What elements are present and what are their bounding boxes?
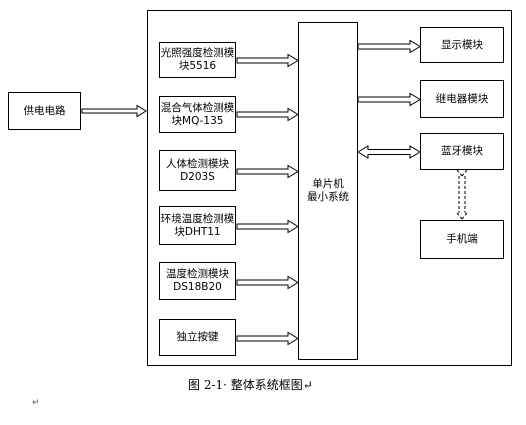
power-supply-label: 供电电路 bbox=[23, 104, 66, 117]
bluetooth-label: 蓝牙模块 bbox=[441, 145, 483, 157]
arrow-light-to-mcu bbox=[236, 53, 299, 68]
env-temp-sensor-label-2: 块DHT11 bbox=[174, 225, 221, 238]
arrow-mcu-to-relay bbox=[357, 92, 421, 107]
human-sensor-label-1: 人体检测模块 bbox=[166, 157, 229, 170]
gas-sensor-label-2: 块MQ-135 bbox=[171, 114, 224, 127]
figure-caption: 图 2-1· 整体系统框图↵ bbox=[188, 378, 313, 392]
gas-sensor-label-1: 混合气体检测模 bbox=[160, 101, 235, 114]
arrow-mcu-bluetooth bbox=[357, 145, 421, 159]
display-block: 显示模块 bbox=[420, 27, 504, 63]
wireless-link bbox=[456, 169, 468, 220]
mcu-label-1: 单片机 bbox=[312, 178, 344, 190]
arrow-temp-to-mcu bbox=[236, 275, 299, 290]
mcu-label-2: 最小系统 bbox=[307, 191, 349, 203]
arrow-gas-to-mcu bbox=[236, 107, 299, 122]
light-sensor-label-2: 块5516 bbox=[178, 60, 217, 72]
phone-label: 手机端 bbox=[446, 233, 478, 245]
gas-sensor-block: 混合气体检测模 块MQ-135 bbox=[159, 96, 236, 133]
display-label: 显示模块 bbox=[441, 38, 483, 51]
env-temp-sensor-label-1: 环境温度检测模 bbox=[160, 212, 235, 225]
relay-block: 继电器模块 bbox=[420, 80, 504, 118]
system-boundary bbox=[147, 10, 512, 366]
light-sensor-block: 光照强度检测模 块5516 bbox=[159, 42, 236, 78]
human-sensor-block: 人体检测模块 D203S bbox=[159, 150, 236, 191]
key-label: 独立按键 bbox=[176, 331, 219, 343]
temp-sensor-label-2: DS18B20 bbox=[173, 281, 222, 293]
arrow-mcu-to-display bbox=[357, 39, 421, 54]
bluetooth-block: 蓝牙模块 bbox=[420, 133, 504, 170]
arrow-key-to-mcu bbox=[236, 331, 299, 346]
light-sensor-label-1: 光照强度检测模 bbox=[160, 47, 235, 59]
key-block: 独立按键 bbox=[159, 319, 236, 356]
mcu-block: 单片机 最小系统 bbox=[298, 22, 358, 360]
phone-block: 手机端 bbox=[420, 220, 504, 259]
relay-label: 继电器模块 bbox=[435, 92, 489, 105]
human-sensor-label-2: D203S bbox=[180, 170, 215, 183]
temp-sensor-label-1: 温度检测模块 bbox=[166, 268, 229, 280]
temp-sensor-block: 温度检测模块 DS18B20 bbox=[159, 262, 236, 300]
arrow-power-to-system bbox=[81, 104, 147, 118]
arrow-human-to-mcu bbox=[236, 164, 299, 179]
env-temp-sensor-block: 环境温度检测模 块DHT11 bbox=[159, 206, 236, 245]
arrow-env-to-mcu bbox=[236, 219, 299, 234]
power-supply-block: 供电电路 bbox=[8, 92, 81, 130]
paragraph-mark: ↵ bbox=[32, 398, 40, 408]
